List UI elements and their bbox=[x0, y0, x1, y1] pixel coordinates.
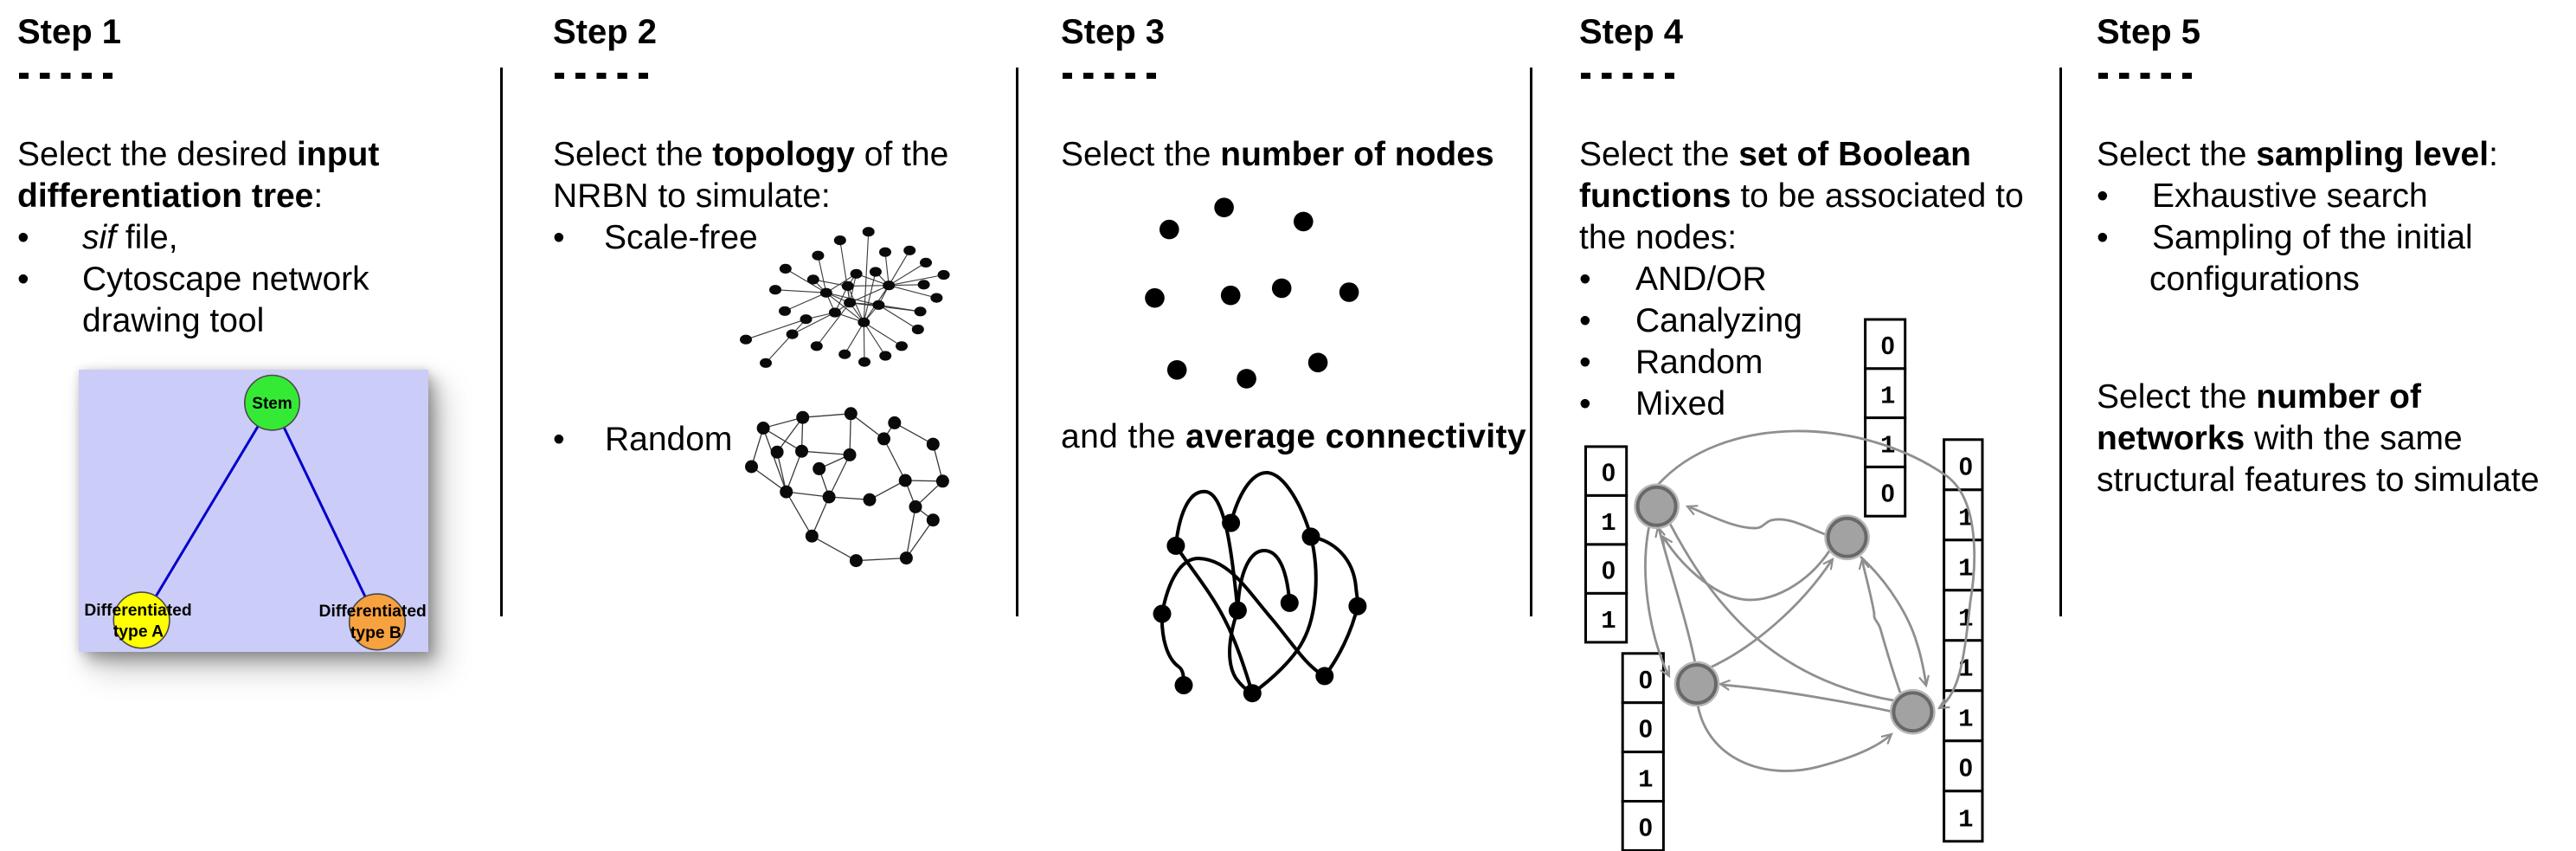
svg-text:0: 0 bbox=[1639, 815, 1653, 842]
svg-text:0: 0 bbox=[1959, 453, 1973, 480]
svg-text:1: 1 bbox=[1958, 805, 1973, 834]
svg-text:0: 0 bbox=[1602, 460, 1616, 487]
svg-text:1: 1 bbox=[1638, 766, 1653, 795]
svg-text:0: 0 bbox=[1639, 716, 1653, 744]
svg-text:1: 1 bbox=[1880, 383, 1895, 411]
svg-text:0: 0 bbox=[1602, 558, 1616, 585]
svg-text:0: 0 bbox=[1881, 480, 1895, 507]
svg-text:type B: type B bbox=[350, 624, 401, 642]
svg-text:0: 0 bbox=[1639, 667, 1653, 694]
svg-text:1: 1 bbox=[1601, 607, 1616, 635]
svg-text:type A: type A bbox=[113, 623, 164, 641]
svg-text:0: 0 bbox=[1959, 754, 1973, 782]
svg-text:0: 0 bbox=[1881, 332, 1895, 360]
svg-text:1: 1 bbox=[1601, 509, 1616, 538]
svg-text:Stem: Stem bbox=[252, 395, 292, 413]
svg-text:Differentiated: Differentiated bbox=[319, 603, 427, 621]
svg-text:1: 1 bbox=[1958, 554, 1973, 583]
svg-text:Differentiated: Differentiated bbox=[84, 602, 191, 620]
svg-text:1: 1 bbox=[1958, 604, 1973, 633]
svg-text:1: 1 bbox=[1958, 705, 1973, 733]
